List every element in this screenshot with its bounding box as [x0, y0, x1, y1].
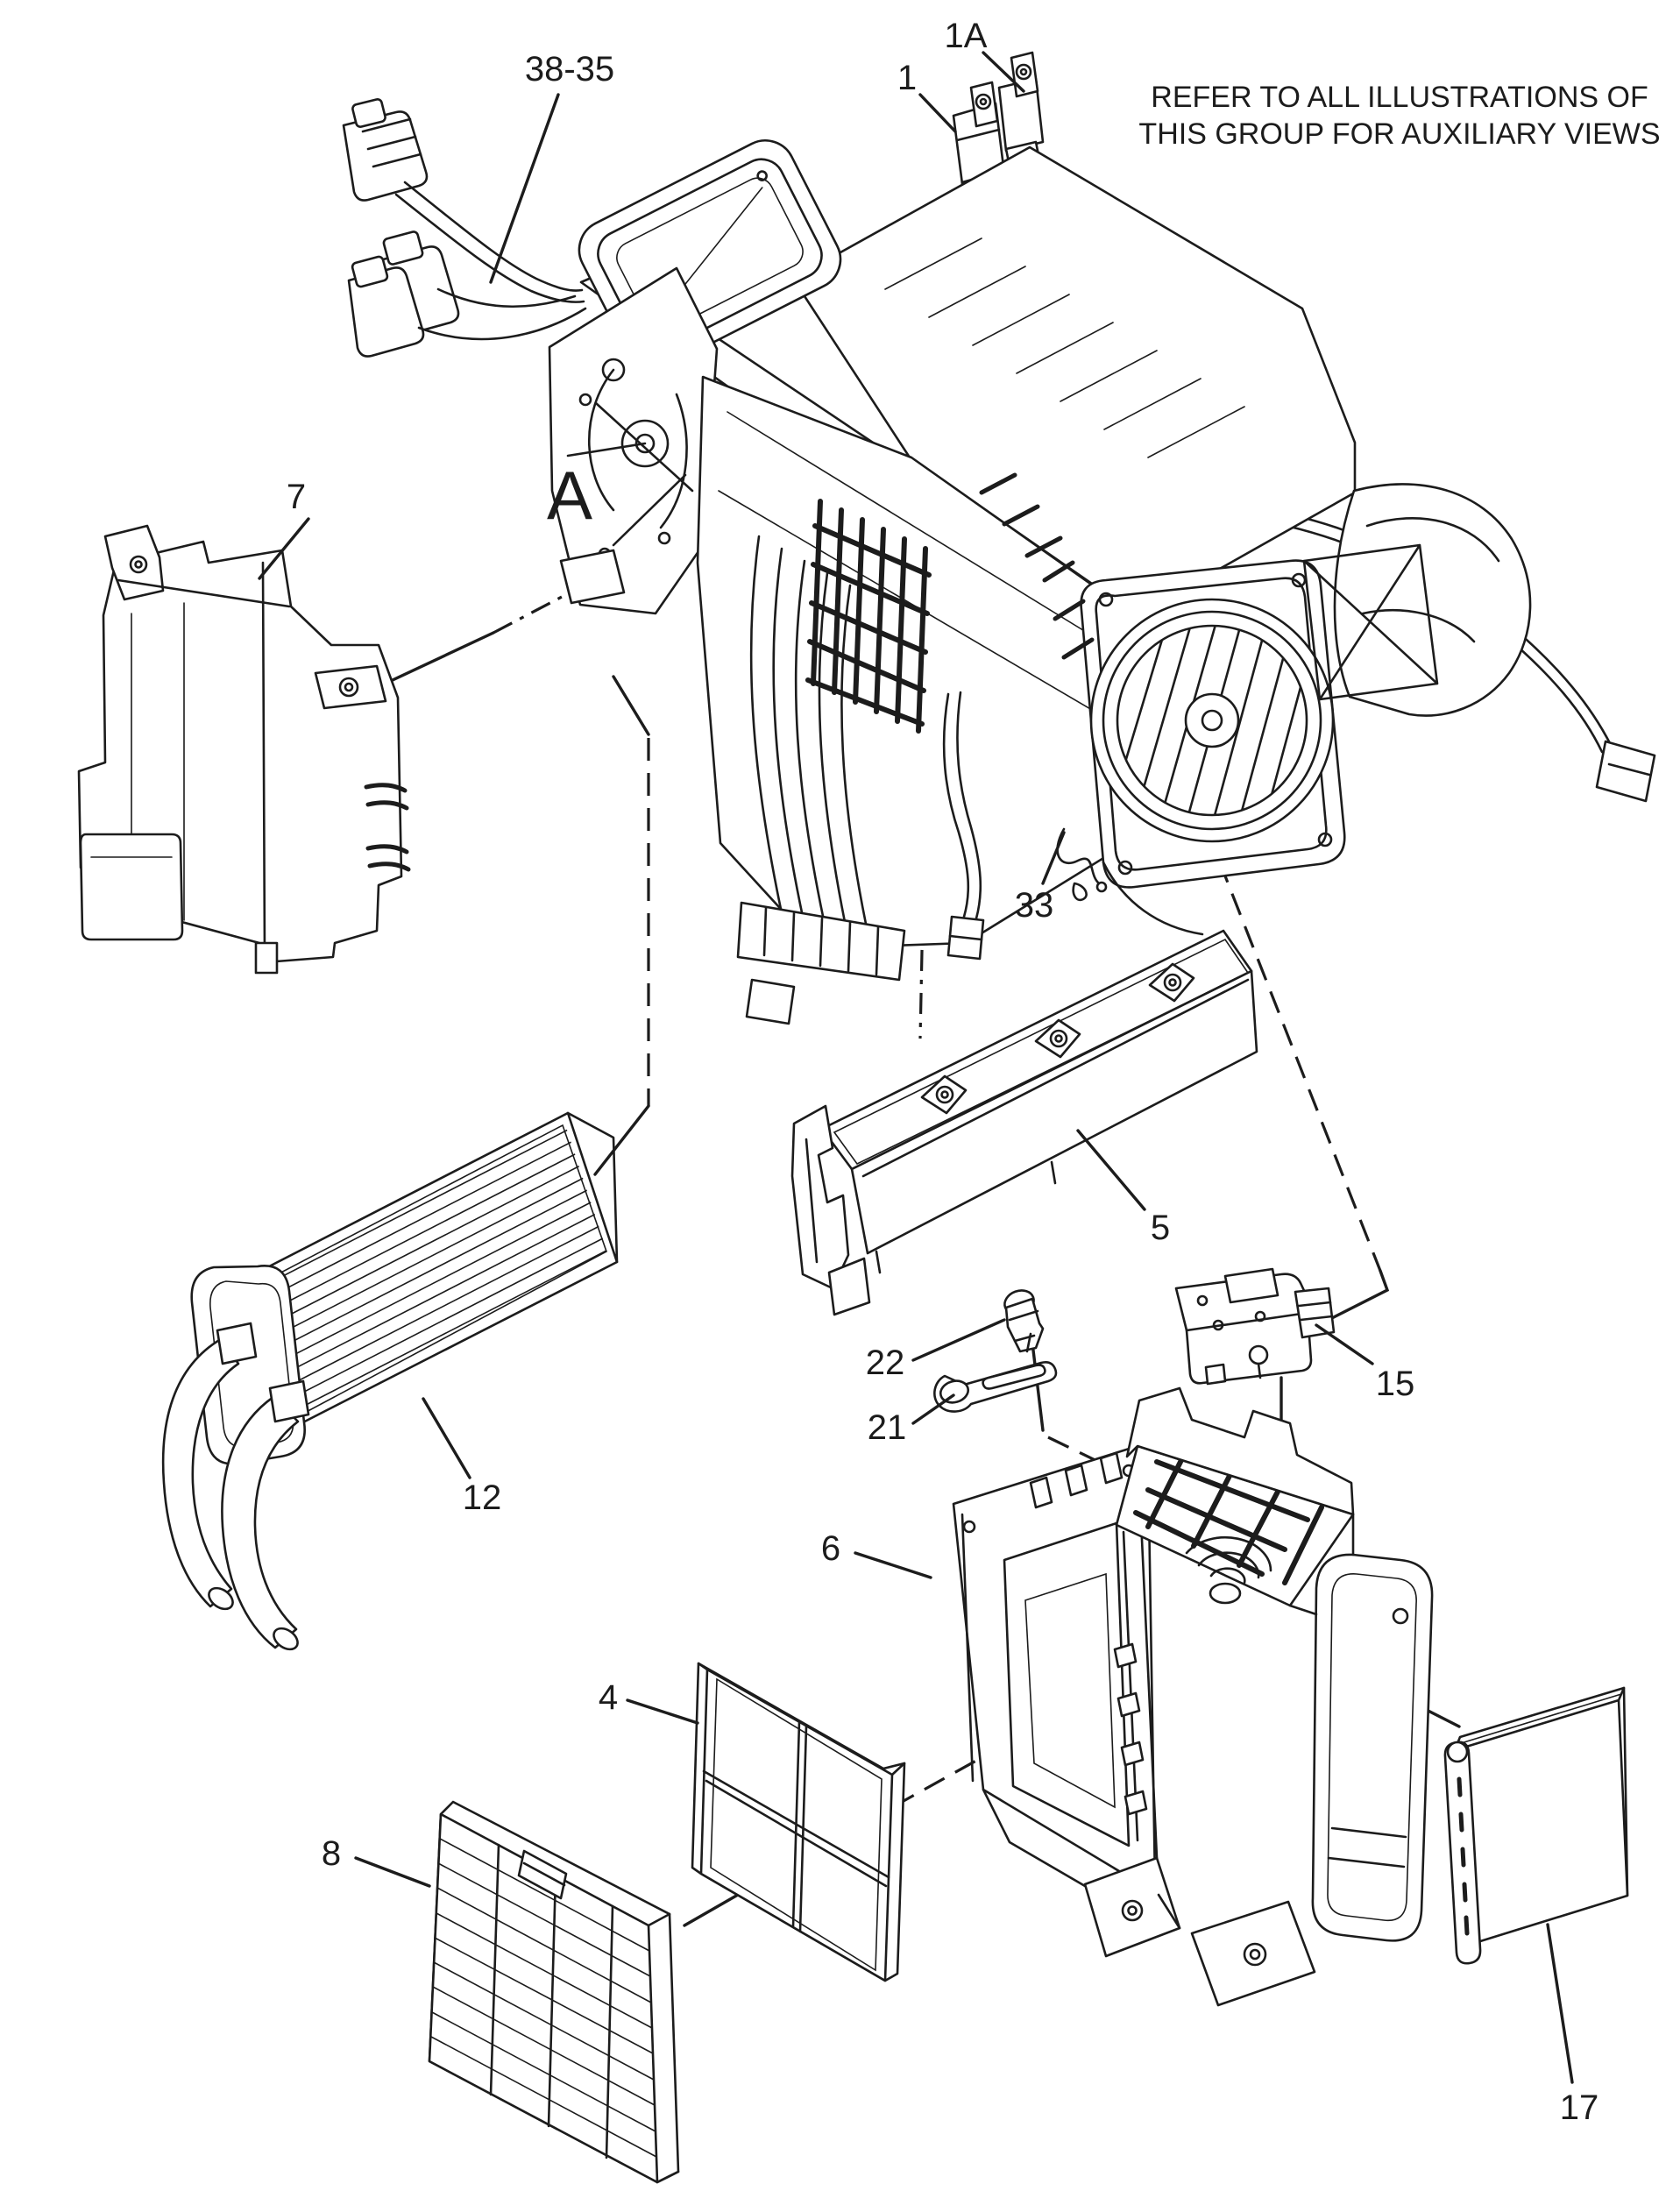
note-line-1: REFER TO ALL ILLUSTRATIONS OF [1151, 81, 1648, 114]
callout-21: 21 [868, 1408, 907, 1447]
callout-4: 4 [599, 1678, 618, 1717]
callout-6: 6 [821, 1529, 840, 1568]
callout-1a: 1A [945, 17, 988, 55]
blower-module [1042, 559, 1346, 936]
callout-5: 5 [1151, 1209, 1170, 1247]
center-distribution-body [696, 375, 1139, 1025]
temperature-sensor [1003, 1289, 1045, 1353]
tray-tab [1034, 1018, 1081, 1059]
lower-tray [790, 929, 1258, 1316]
blower-motor-housing [1302, 483, 1532, 717]
callout-22: 22 [866, 1344, 905, 1382]
crank-lever [933, 1361, 1058, 1413]
heater-core [161, 1111, 619, 1651]
tray-tab [1148, 962, 1195, 1003]
tray-tab [920, 1074, 968, 1115]
align-line [612, 675, 650, 736]
align-line-tank [378, 631, 495, 688]
note-line-2: THIS GROUP FOR AUXILIARY VIEWS [1138, 117, 1660, 151]
callout-38-35: 38-35 [525, 50, 614, 89]
harness-end-connector [1595, 740, 1656, 803]
callout-15: 15 [1376, 1365, 1415, 1403]
callout-1: 1 [897, 59, 917, 97]
callout-12: 12 [463, 1478, 502, 1517]
main-hvac-assembly [548, 139, 1532, 1025]
filter-panel [691, 1662, 906, 1982]
heater-pipe [161, 1337, 240, 1608]
callout-17: 17 [1560, 2088, 1599, 2127]
core-cage-grid [805, 499, 932, 734]
evaporator-housing [952, 1386, 1434, 2007]
callouts: 38-35 1A 1 A 7 33 5 22 21 15 12 6 4 8 17 [287, 17, 1598, 2127]
evaporator-core [1443, 1686, 1629, 1965]
louvered-grille [428, 1800, 680, 2184]
leader-lines [258, 51, 1574, 2084]
align-line-heater-core [593, 1104, 650, 1176]
align-line-actuator [1313, 1269, 1390, 1329]
reservoir-tank [77, 524, 411, 975]
control-linkage-plate [548, 266, 719, 615]
align-dash-tank [493, 585, 581, 635]
view-letter-a: A [547, 457, 592, 534]
callout-8: 8 [322, 1834, 341, 1873]
auxiliary-views-note: REFER TO ALL ILLUSTRATIONS OF THIS GROUP… [1138, 81, 1660, 151]
callout-33: 33 [1015, 886, 1054, 925]
damper-actuator [1174, 1267, 1336, 1386]
callout-7: 7 [287, 478, 306, 516]
heater-pipe [221, 1395, 300, 1649]
